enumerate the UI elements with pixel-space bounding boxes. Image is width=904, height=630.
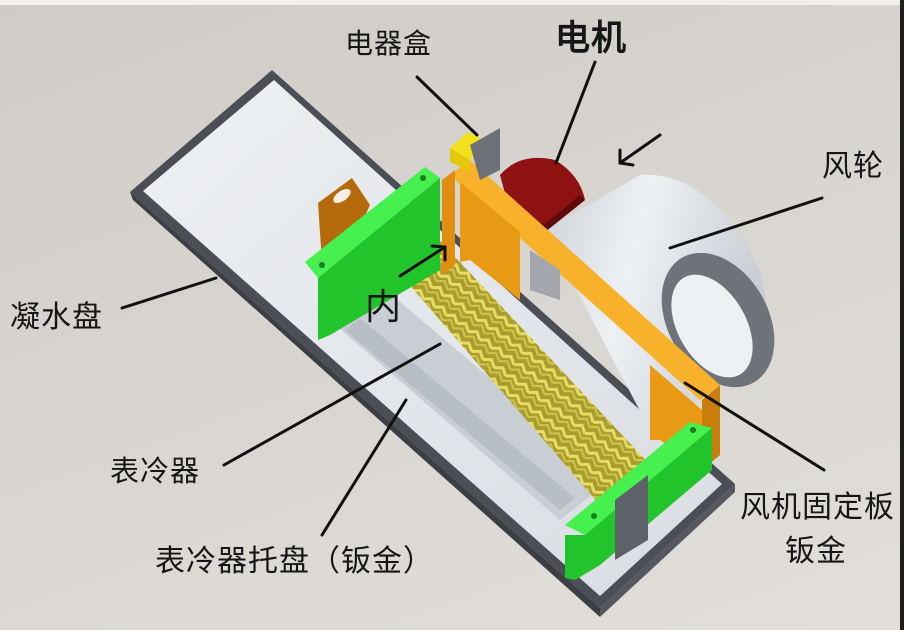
side-plate-right	[565, 422, 712, 580]
airflow-arrow-inlet-icon	[618, 133, 662, 167]
fan-wheel	[545, 174, 775, 430]
leader-drain-pan	[120, 276, 218, 310]
top-border	[0, 0, 904, 5]
label-motor: 电机	[555, 19, 628, 59]
label-fan-mount-plate-line1: 风机固定板	[740, 490, 895, 525]
leader-coil-tray	[320, 398, 408, 537]
leader-motor	[554, 60, 597, 165]
leader-electrical-box	[415, 75, 479, 137]
leader-cooling-coil	[222, 342, 442, 467]
label-inner: 内	[365, 287, 403, 328]
label-coil-tray: 表冷器托盘（钣金）	[155, 544, 434, 579]
airflow-arrow-inner-icon	[398, 244, 447, 278]
leader-fan-mount-plate	[683, 381, 826, 472]
leader-lines	[120, 60, 826, 537]
back-bracket	[318, 178, 370, 262]
right-border	[900, 0, 904, 630]
label-electrical-box: 电器盒	[345, 27, 433, 60]
electrical-box	[450, 128, 500, 180]
leader-fan-wheel	[668, 196, 824, 250]
label-fan-wheel: 风轮	[822, 149, 884, 184]
label-cooling-coil: 表冷器	[110, 454, 201, 488]
label-drain-pan: 凝水盘	[10, 300, 103, 335]
side-plate-left	[305, 167, 440, 340]
label-fan-mount-plate-line2: 钣金	[785, 534, 847, 569]
